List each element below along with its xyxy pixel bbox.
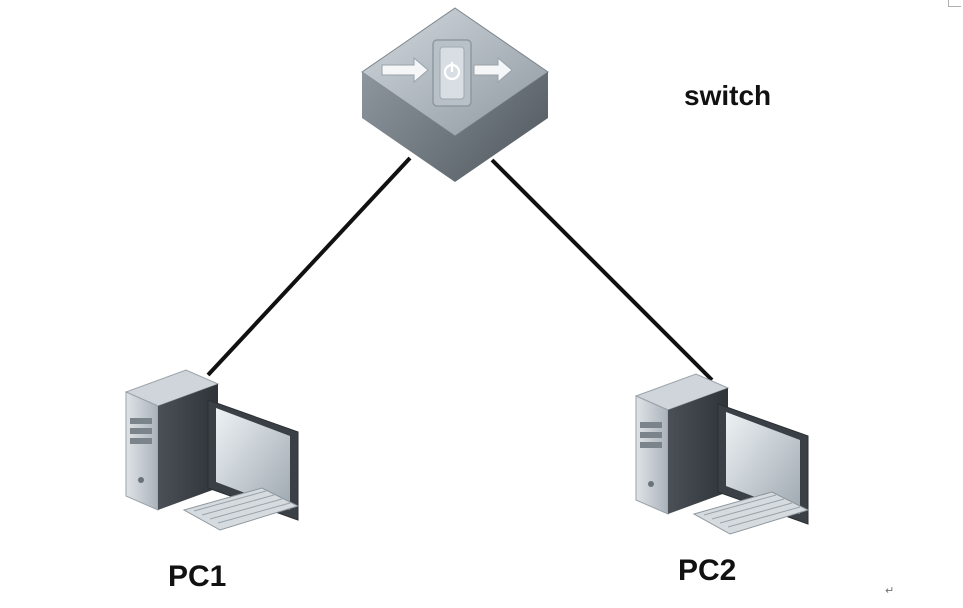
- pc1-device: [124, 369, 300, 531]
- link-switch-pc1: [206, 156, 412, 377]
- switch-device: [361, 7, 549, 182]
- paragraph-return-mark: ↵: [885, 584, 895, 597]
- desktop-computer-icon: [124, 369, 300, 531]
- pc2-label: PC2: [678, 554, 737, 587]
- network-switch-icon: [361, 7, 549, 182]
- link-switch-pc2: [490, 158, 714, 382]
- pc2-device: [634, 373, 810, 535]
- switch-label: switch: [684, 80, 772, 111]
- page-corner-mark: [948, 0, 961, 7]
- desktop-computer-icon: [634, 373, 810, 535]
- pc1-label: PC1: [168, 560, 227, 593]
